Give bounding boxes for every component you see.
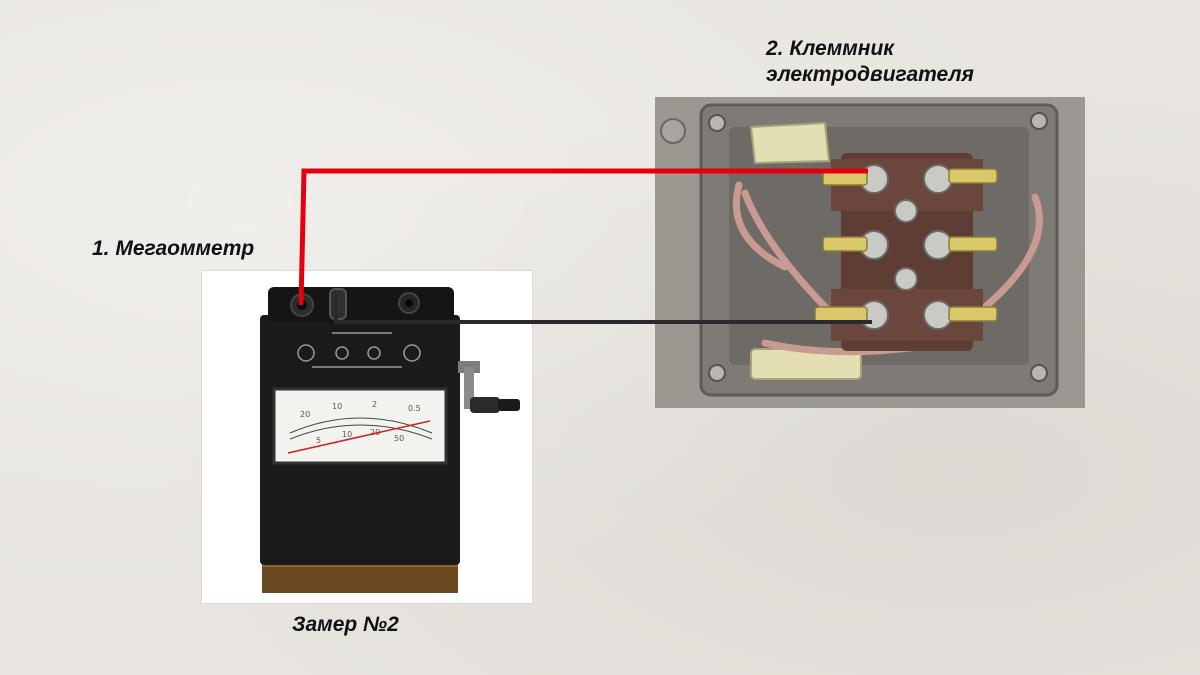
svg-text:0.5: 0.5 bbox=[408, 404, 421, 413]
svg-text:2: 2 bbox=[372, 400, 377, 409]
megohmmeter-label: 1. Мегаомметр bbox=[92, 237, 255, 260]
svg-text:10: 10 bbox=[332, 402, 342, 411]
svg-text:5: 5 bbox=[316, 436, 321, 445]
svg-text:10: 10 bbox=[342, 430, 352, 439]
motor-terminal-icon bbox=[655, 97, 1085, 408]
measurement-caption: Замер №2 bbox=[292, 613, 399, 636]
terminal-label: 2. Клеммник электродвигателя bbox=[766, 36, 974, 89]
megohmmeter-icon: 20 10 2 0.5 5 10 20 50 bbox=[260, 287, 520, 593]
svg-text:20: 20 bbox=[300, 410, 310, 419]
megohmmeter-photo: 20 10 2 0.5 5 10 20 50 bbox=[201, 270, 533, 604]
svg-text:20: 20 bbox=[370, 428, 380, 437]
terminal-label-line2: электродвигателя bbox=[766, 63, 974, 87]
terminal-label-line1: 2. Клеммник bbox=[766, 37, 894, 60]
terminal-box-photo bbox=[655, 97, 1085, 408]
svg-text:50: 50 bbox=[394, 434, 404, 443]
